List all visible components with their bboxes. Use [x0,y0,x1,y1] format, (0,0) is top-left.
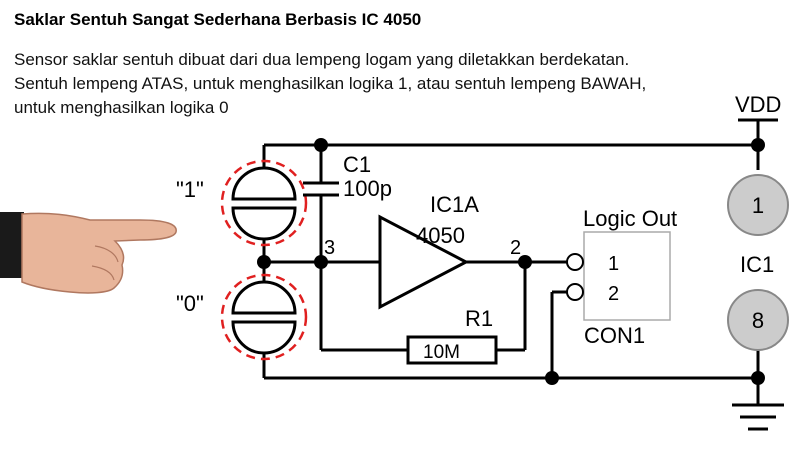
r1-name-label: R1 [465,306,493,331]
ic1-pin-top [727,174,789,236]
wires [262,120,760,405]
logic-out-label: Logic Out [583,206,677,231]
description-line-1: Sensor saklar sentuh dibuat dari dua lem… [14,50,630,69]
c1-value-label: 100p [343,176,392,201]
con-pin2-label: 2 [608,283,619,305]
vdd-label: VDD [735,92,781,117]
connector-con1 [583,231,671,321]
description-line-2: Sentuh lempeng ATAS, untuk menghasilkan … [14,74,647,93]
junction-dots [257,138,765,385]
con-pin1-label: 1 [608,253,619,275]
pointing-hand-icon [0,212,177,294]
plate-bottom-label: "0" [176,291,204,316]
pin-in-label: 3 [324,237,335,259]
capacitor-c1 [303,181,339,197]
connector-pin-2 [566,283,584,301]
touch-plate-bottom [220,273,308,361]
connector-pin-1 [566,253,584,271]
touch-plate-top [220,159,308,247]
buffer-ic1a [378,214,470,310]
ic1-label: IC1 [740,252,774,277]
vdd-symbol: VDD [735,92,781,122]
ic-type-label: 4050 [416,223,465,248]
ic1-pin-bottom [727,289,789,351]
page-title: Saklar Sentuh Sangat Sederhana Berbasis … [14,10,422,29]
description: Sensor saklar sentuh dibuat dari dua lem… [14,48,774,120]
c1-name-label: C1 [343,152,371,177]
resistor-r1 [406,335,498,365]
ic1-pin-top-label: 1 [752,193,764,218]
r1-value-label: 10M [423,342,460,363]
con-name-label: CON1 [584,323,645,348]
ground-symbol [732,403,784,431]
description-line-3: untuk menghasilkan logika 0 [14,98,229,117]
ic-name-label: IC1A [430,192,479,217]
plate-top-label: "1" [176,177,204,202]
ic1-pin-bottom-label: 8 [752,308,764,333]
pin-out-label: 2 [510,237,521,259]
